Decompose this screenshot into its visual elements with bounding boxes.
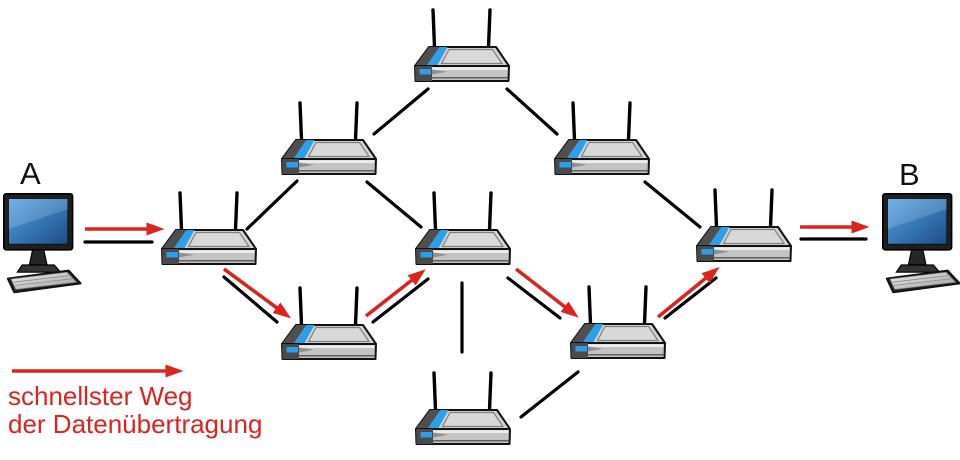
fast-path-arrow bbox=[364, 269, 426, 318]
network-links bbox=[83, 87, 868, 419]
network-link bbox=[519, 370, 580, 419]
fast-path-arrow bbox=[222, 267, 292, 319]
network-link bbox=[643, 180, 702, 229]
router-bottom-left bbox=[280, 286, 378, 361]
fast-path-arrows bbox=[12, 220, 870, 378]
router-center bbox=[414, 191, 512, 266]
network-link bbox=[222, 275, 279, 324]
network-link bbox=[245, 179, 299, 231]
router-top bbox=[413, 8, 511, 83]
legend-line-2: der Datenübertragung bbox=[8, 409, 263, 439]
computer-b-label: B bbox=[899, 157, 921, 192]
network-link bbox=[505, 87, 559, 136]
router-nodes bbox=[160, 8, 793, 446]
router-right bbox=[695, 188, 793, 263]
legend-line-1: schnellster Weg bbox=[8, 381, 193, 411]
router-left bbox=[160, 191, 258, 266]
computer-a-label: A bbox=[20, 156, 42, 191]
computer-a bbox=[2, 192, 82, 294]
router-bottom-right bbox=[569, 285, 667, 360]
network-link bbox=[371, 277, 430, 324]
router-bottom-center bbox=[414, 371, 512, 446]
fast-path-arrow bbox=[514, 267, 579, 318]
router-mid-left bbox=[280, 101, 378, 176]
router-mid-right bbox=[553, 101, 651, 176]
fast-path-arrow bbox=[656, 266, 720, 319]
computer-b bbox=[881, 192, 960, 294]
network-link bbox=[663, 276, 718, 320]
network-link bbox=[506, 276, 562, 320]
network-link bbox=[372, 87, 430, 136]
network-link bbox=[365, 180, 423, 229]
